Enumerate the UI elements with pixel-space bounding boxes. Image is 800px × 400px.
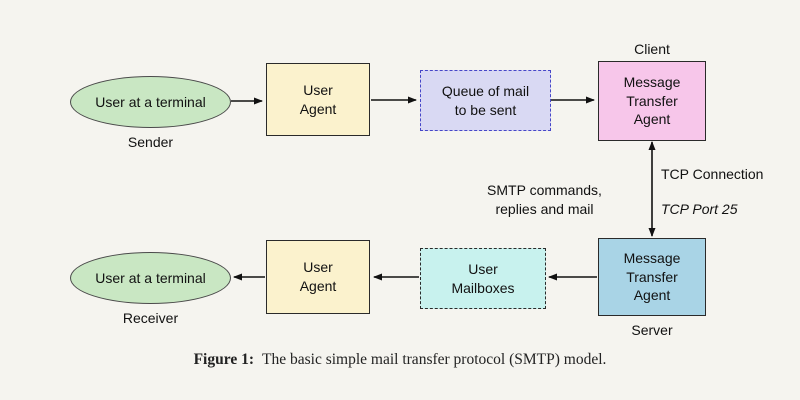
figure-caption-number: Figure 1:: [193, 351, 255, 368]
user-mailboxes-node: User Mailboxes: [420, 248, 546, 309]
server-role-label: Server: [631, 322, 673, 338]
mail-queue-label: Queue of mail to be sent: [441, 82, 530, 118]
receiver-terminal-label: User at a terminal: [95, 269, 206, 286]
server-mta-node: Message Transfer Agent: [598, 238, 706, 316]
figure-caption: Figure 1: The basic simple mail transfer …: [0, 351, 800, 369]
server-mta-label: Message Transfer Agent: [623, 249, 681, 304]
mail-queue-node: Queue of mail to be sent: [420, 70, 551, 131]
client-mta-label: Message Transfer Agent: [623, 73, 681, 128]
figure-caption-text: The basic simple mail transfer protocol …: [262, 351, 607, 368]
sender-terminal-node: User at a terminal: [70, 76, 231, 128]
tcp-port-label: TCP Port 25: [661, 201, 738, 217]
receiver-user-agent-label: User Agent: [299, 259, 337, 294]
receiver-role-label: Receiver: [122, 310, 179, 326]
user-mailboxes-label: User Mailboxes: [451, 260, 515, 296]
smtp-commands-note: SMTP commands, replies and mail: [487, 182, 602, 217]
receiver-terminal-node: User at a terminal: [70, 252, 231, 304]
client-mta-node: Message Transfer Agent: [598, 61, 706, 141]
receiver-user-agent-node: User Agent: [266, 240, 370, 314]
sender-user-agent-node: User Agent: [266, 63, 370, 136]
client-role-label: Client: [634, 41, 670, 57]
sender-terminal-label: User at a terminal: [95, 93, 206, 110]
sender-user-agent-label: User Agent: [299, 81, 337, 117]
sender-role-label: Sender: [127, 134, 174, 150]
tcp-connection-label: TCP Connection: [661, 166, 764, 182]
